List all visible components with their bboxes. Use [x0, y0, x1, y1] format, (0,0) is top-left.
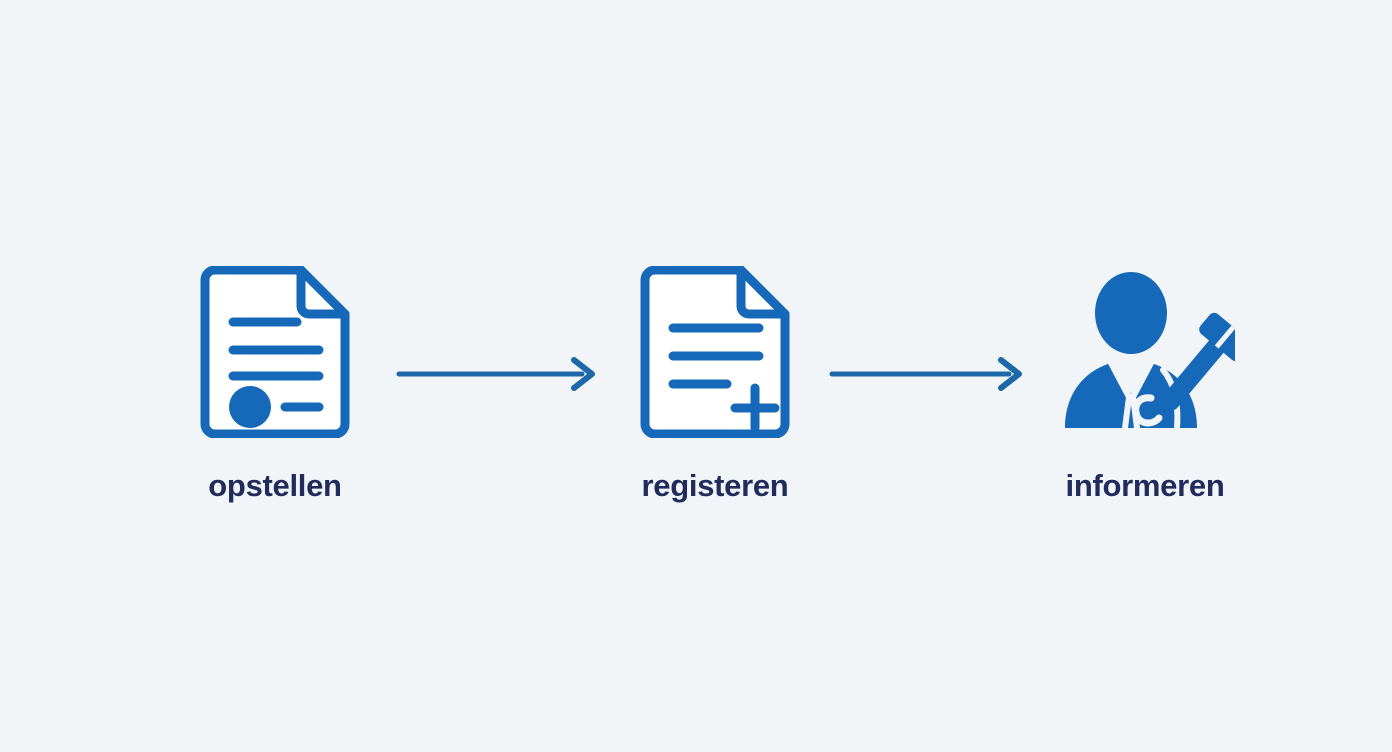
arrow-right-icon — [829, 354, 1027, 394]
process-step-informeren[interactable]: informeren — [1015, 262, 1275, 501]
process-step-label: informeren — [1065, 468, 1225, 503]
arrow-right-icon — [396, 354, 600, 394]
process-step-registeren[interactable]: registeren — [585, 262, 845, 501]
process-step-opstellen[interactable]: opstellen — [145, 262, 405, 501]
document-with-plus-icon — [625, 262, 805, 442]
person-with-gavel-icon — [1055, 262, 1235, 442]
process-step-label: registeren — [641, 468, 789, 503]
process-step-label: opstellen — [208, 468, 342, 503]
document-with-seal-icon — [185, 262, 365, 442]
